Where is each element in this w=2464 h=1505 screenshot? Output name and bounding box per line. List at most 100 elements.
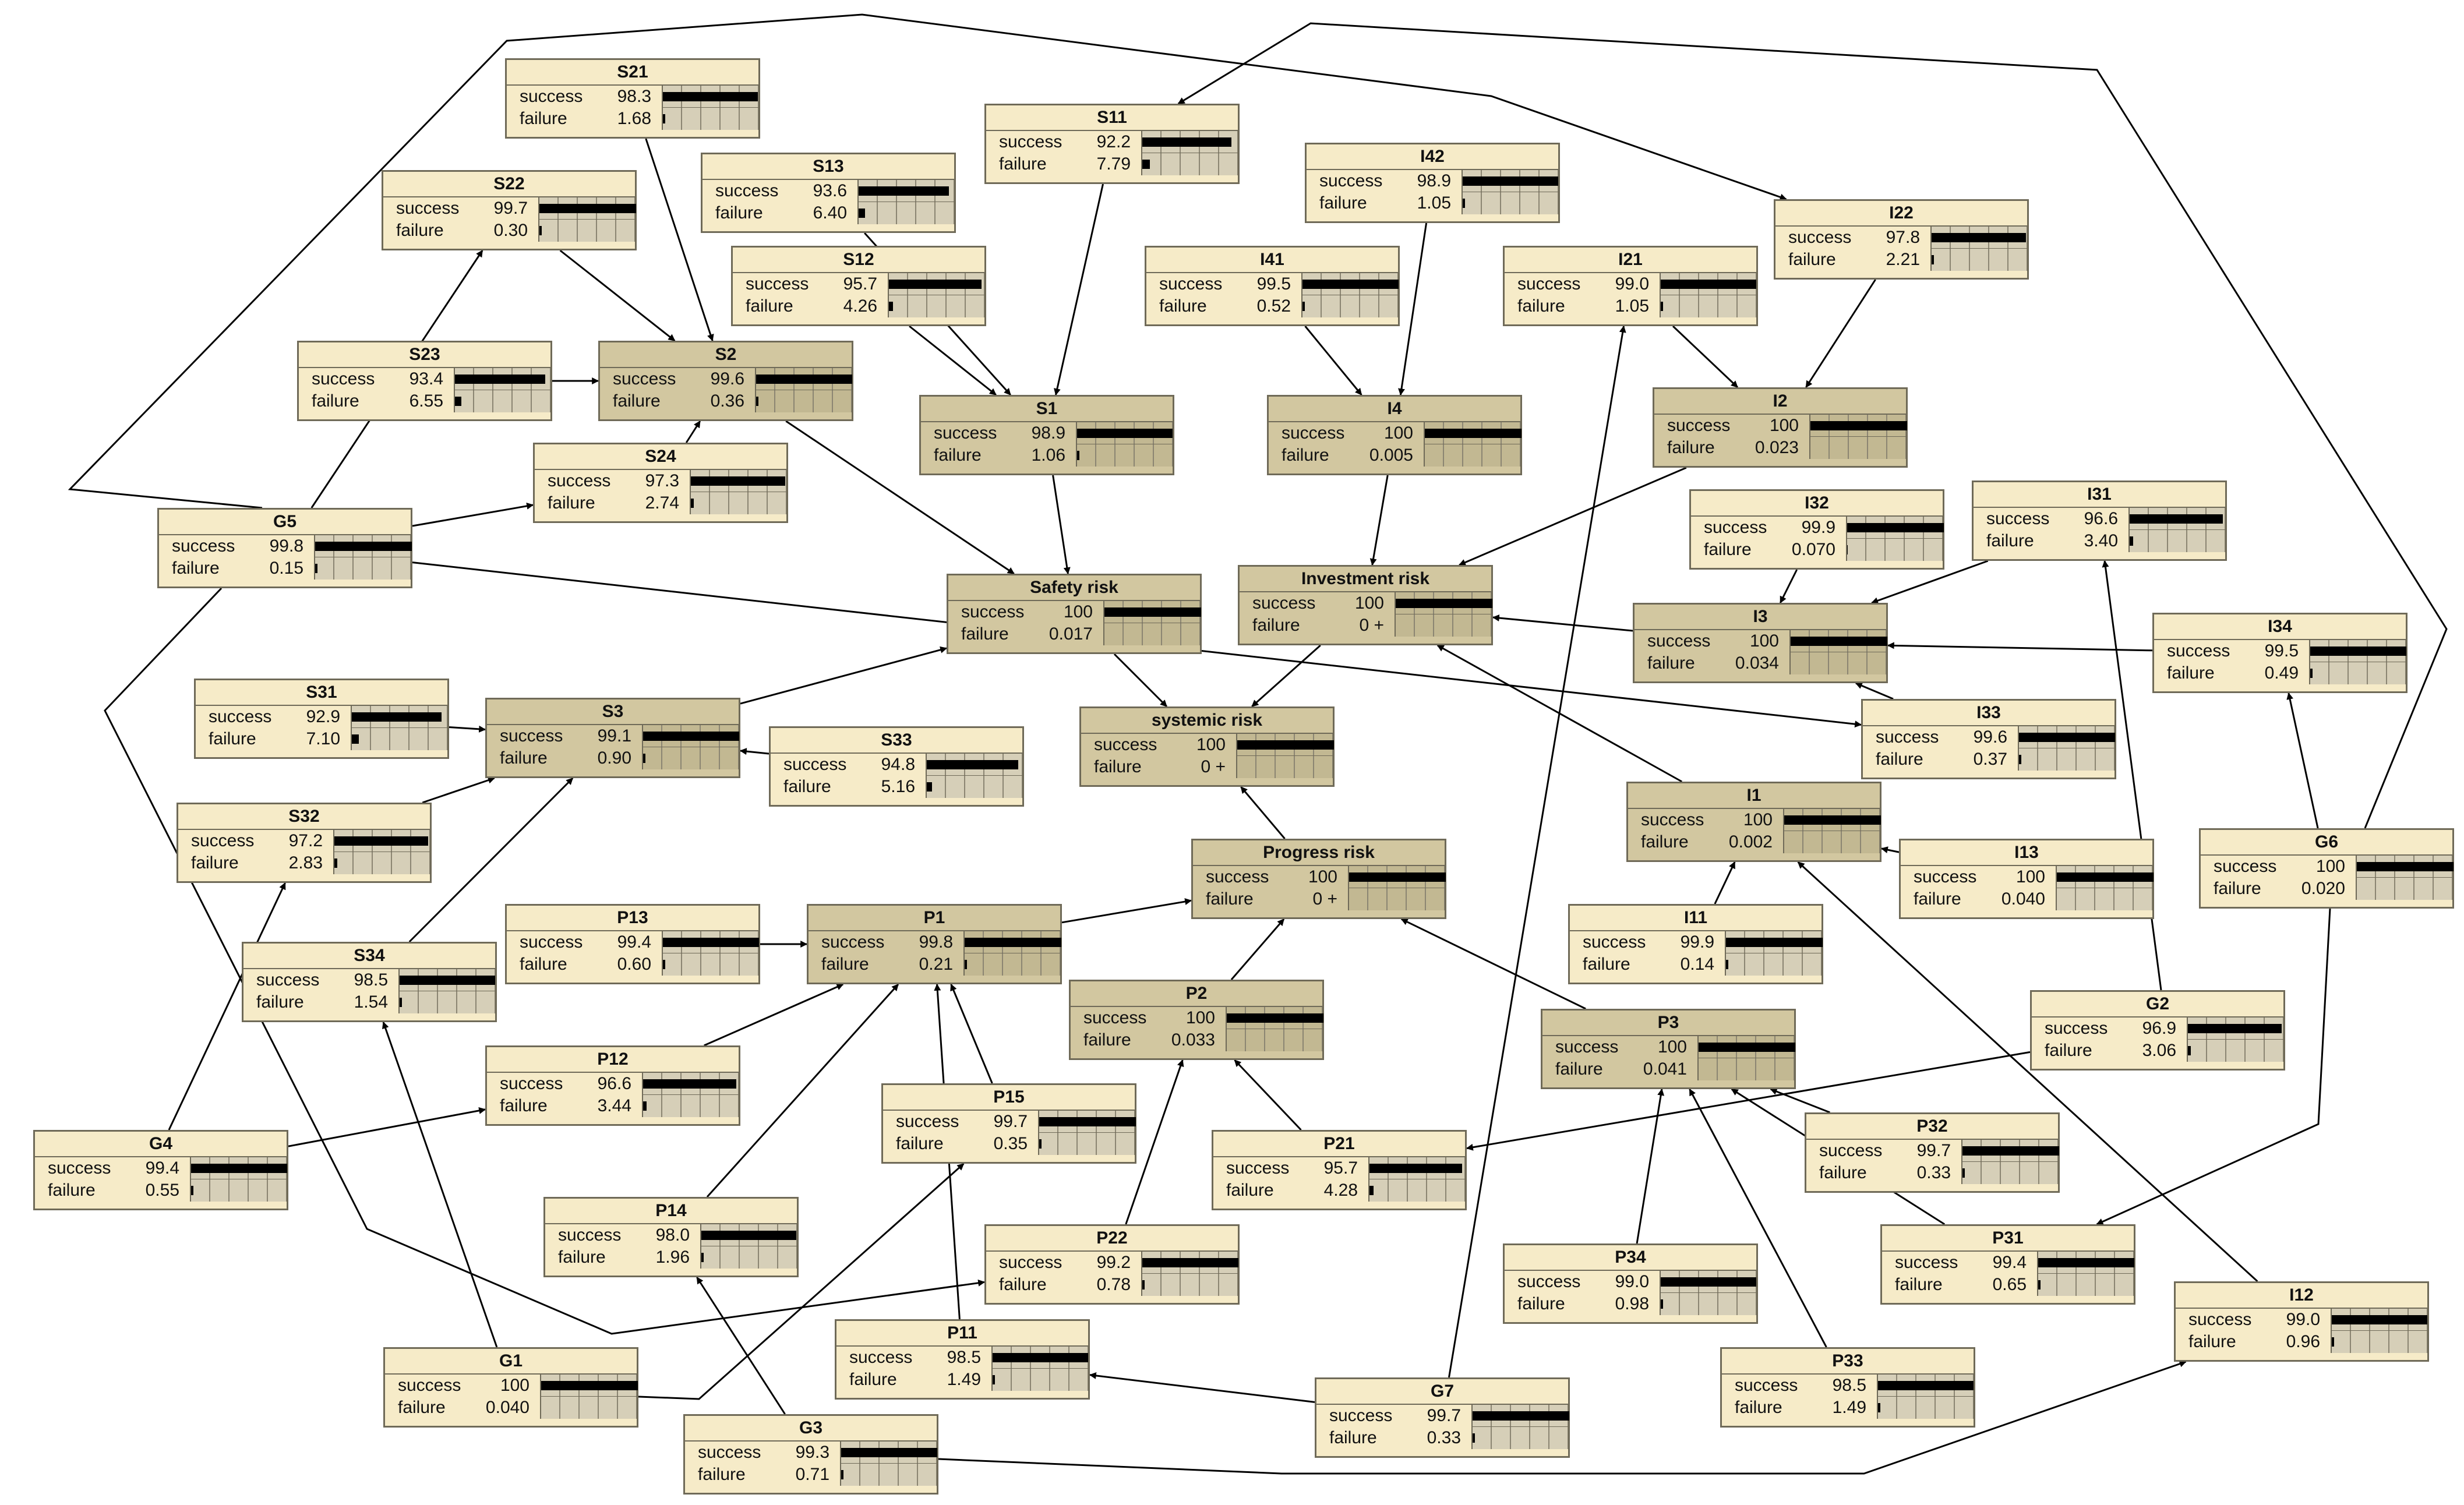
success-bar: [663, 938, 759, 947]
success-bar-track: [2128, 508, 2225, 530]
failure-value: 0.37: [1973, 750, 2007, 769]
failure-value: 0.78: [1096, 1275, 1131, 1294]
success-bar-track: [1076, 422, 1173, 444]
edge-p1-to-progressrisk: [1061, 898, 1192, 924]
success-bar: [841, 1448, 937, 1457]
failure-value: 1.68: [617, 109, 651, 128]
failure-bar-track: [963, 953, 1060, 976]
failure-bar-track: [2128, 530, 2225, 552]
success-value: 99.0: [1615, 1272, 1649, 1291]
state-label-success: success: [2045, 1019, 2108, 1038]
success-value: 99.3: [795, 1443, 829, 1462]
state-label-failure: failure: [500, 748, 548, 768]
state-label-success: success: [1226, 1158, 1290, 1178]
success-value: 99.7: [1427, 1406, 1461, 1425]
success-bar: [1302, 280, 1399, 289]
success-bar: [541, 1381, 638, 1390]
failure-value: 5.16: [881, 777, 915, 796]
success-bar-track: [1961, 1140, 2059, 1162]
state-label-failure: failure: [698, 1465, 746, 1484]
edge-s24-to-s2: [685, 420, 701, 443]
node-title: I42: [1307, 144, 1558, 170]
success-bar: [756, 375, 853, 384]
success-bar: [1699, 1043, 1795, 1052]
edge-g2-to-p21: [1466, 1051, 2031, 1151]
failure-bar: [643, 1101, 647, 1111]
success-bar-track: [662, 931, 759, 953]
failure-bar-track: [454, 390, 550, 412]
success-bar: [1878, 1381, 1974, 1390]
success-bar-track: [351, 706, 447, 728]
node-title: S34: [243, 944, 495, 969]
failure-bar: [663, 114, 665, 123]
success-bar: [1425, 429, 1522, 438]
node-title: P34: [1505, 1245, 1756, 1271]
failure-value: 6.40: [813, 203, 847, 222]
